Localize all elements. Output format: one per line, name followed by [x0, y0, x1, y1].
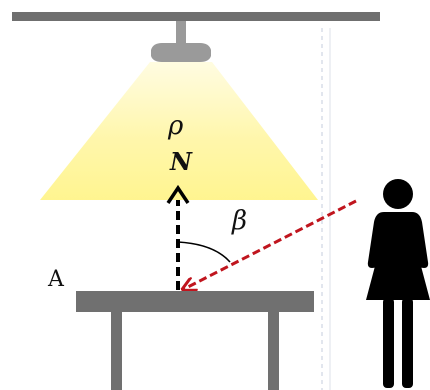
- normal-vector-arrow: [166, 184, 190, 290]
- ceiling-bar: [12, 12, 380, 21]
- ceiling-lamp-icon: [151, 21, 211, 62]
- sight-line-arrow: [184, 199, 357, 289]
- light-beam: [40, 62, 318, 200]
- normal-label: N: [169, 147, 193, 176]
- table-icon: [76, 291, 314, 390]
- woman-icon: [366, 179, 430, 388]
- point-a-label: A: [47, 267, 65, 292]
- angle-label: β: [231, 206, 247, 236]
- angle-arc: [177, 241, 231, 263]
- background-guides: [321, 28, 331, 390]
- density-label: ρ: [167, 111, 184, 141]
